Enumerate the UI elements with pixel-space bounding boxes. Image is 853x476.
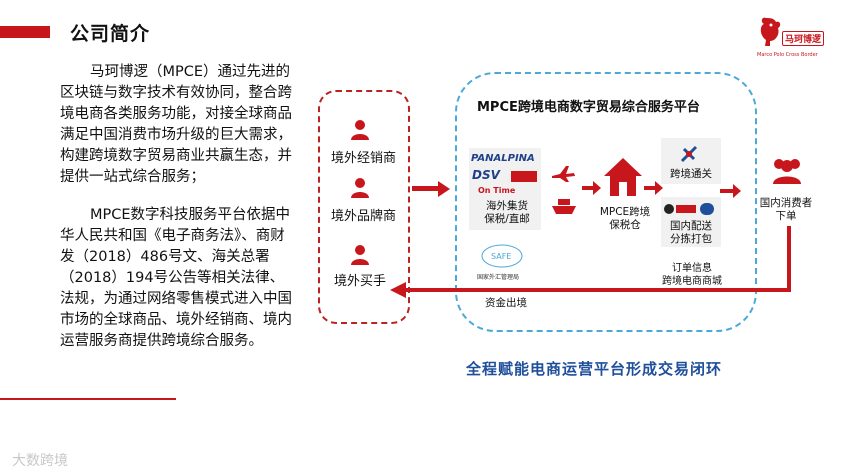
brand-name: 马珂博逻 (782, 31, 825, 46)
platform-group (455, 72, 757, 332)
arrow-left-icon (390, 282, 406, 298)
panalpina-logo: PANALPINA (471, 153, 535, 164)
watermark: 大数跨境 (12, 453, 68, 469)
forex-label: 国家外汇管理局 (477, 274, 520, 281)
title-accent-bar (0, 26, 50, 38)
consumers-group-icon (773, 159, 801, 184)
arrow-right-icon (720, 184, 741, 198)
warehouse-house-icon (604, 158, 642, 196)
rooster-logo-icon (760, 17, 781, 46)
closed-loop-tagline: 全程赋能电商运营平台形成交易闭环 (466, 360, 723, 378)
divider (0, 398, 176, 400)
logistics-badge-icon (511, 171, 537, 182)
customs-label: 跨境通关 (670, 168, 712, 180)
customs-emblem-icon (680, 145, 698, 163)
seller-label-buyer: 境外买手 (334, 274, 387, 289)
seller-label-brand: 境外品牌商 (331, 209, 397, 224)
arrow-right-icon (412, 181, 450, 197)
seller-label-distributor: 境外经销商 (331, 151, 397, 166)
bonded-warehouse-label: MPCE跨境 保税仓 (599, 206, 651, 231)
airplane-icon (552, 166, 575, 182)
platform-title: MPCE跨境电商数字贸易综合服务平台 (477, 100, 700, 115)
page-title: 公司简介 (70, 23, 151, 45)
overseas-label: 海外集货 保税/直邮 (484, 200, 530, 225)
sf-express-logo-icon (664, 204, 674, 214)
fund-outflow-label: 资金出境 (485, 297, 527, 309)
overseas-sellers-group (318, 90, 410, 324)
customs-panel (661, 138, 721, 184)
overseas-logistics-panel (469, 148, 541, 230)
person-icon (351, 245, 369, 265)
svg-text:SAFE: SAFE (491, 252, 511, 261)
dsv-logo: DSV (472, 168, 500, 182)
brand-subtitle: Marco Polo Cross Border (757, 52, 818, 58)
order-info-label: 订单信息 跨境电商商城 (662, 263, 722, 287)
arrow-right-icon (582, 181, 601, 195)
person-icon (351, 178, 369, 198)
ship-icon (552, 199, 576, 214)
express-logo-icon (676, 205, 696, 213)
intro-paragraph-1: 马珂博逻（MPCE）通过先进的区块链与数字技术有效协同，整合跨境电商各类服务功能… (60, 64, 292, 185)
intro-paragraph-2: MPCE数字科技服务平台依据中华人民共和国《电子商务法》、商财发（2018）48… (60, 207, 292, 349)
forex-seal-icon: SAFE (481, 244, 523, 268)
yto-logo-icon (700, 203, 714, 215)
return-path-vertical (787, 226, 791, 292)
return-path-horizontal (403, 288, 791, 292)
arrow-right-icon (644, 181, 663, 195)
delivery-label: 国内配送 分拣打包 (670, 220, 712, 245)
person-icon (351, 120, 369, 140)
ontime-logo: On Time (478, 186, 516, 195)
consumer-label: 国内消费者 下单 (759, 197, 813, 222)
